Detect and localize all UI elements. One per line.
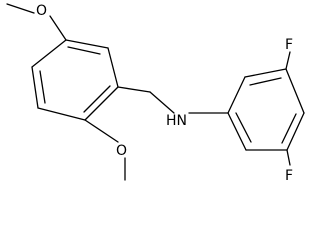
- oxygen-label-top: O: [36, 3, 47, 19]
- bond-methyl-top: [6, 3, 35, 14]
- bond-ring-o-bottom: [84, 119, 119, 143]
- fluorine-label-bottom: F: [285, 168, 293, 184]
- bond-ring-f-bottom: [286, 149, 291, 166]
- bond-ring-f-top: [285, 51, 291, 70]
- amine-label: HN: [166, 113, 187, 129]
- right-benzene-ring: [227, 68, 305, 151]
- fluorine-label-top: F: [285, 37, 293, 53]
- oxygen-label-bottom: O: [116, 143, 127, 159]
- bond-o-top-ring: [49, 15, 67, 41]
- left-benzene-ring: [31, 39, 119, 121]
- bond-ch2-nh: [149, 91, 175, 114]
- bond-ring-ch2: [117, 86, 151, 93]
- molecule-structure: O O HN F F: [6, 3, 305, 184]
